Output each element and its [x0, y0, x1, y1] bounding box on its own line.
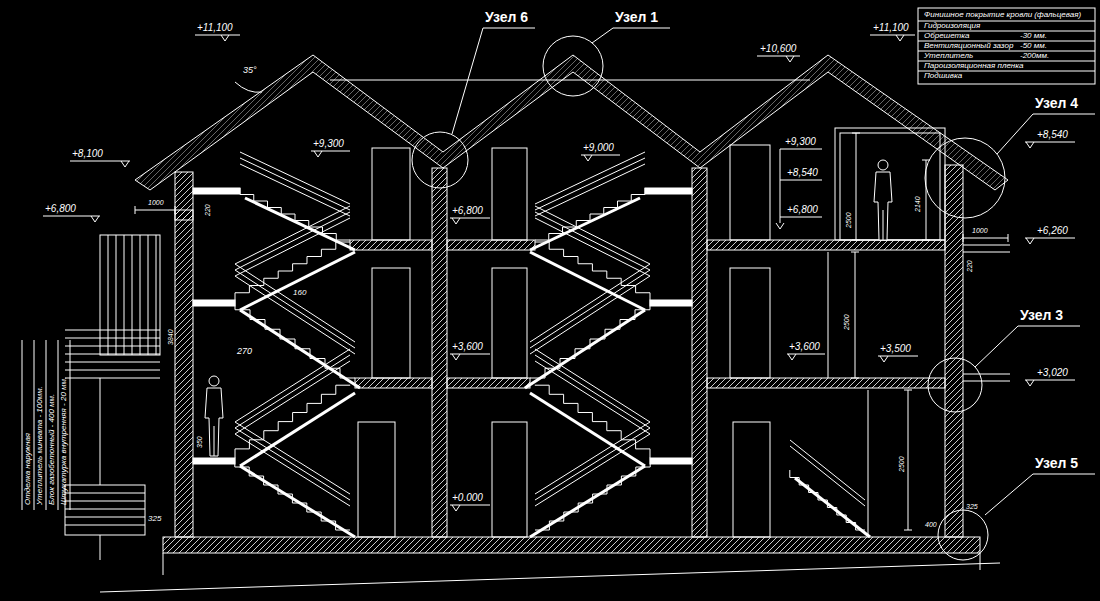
- table-cell: -200мм.: [1020, 52, 1049, 60]
- dimension: 350: [196, 436, 203, 448]
- table-cell: Вентиляционный зазор: [924, 42, 1013, 50]
- table-cell: Пароизоляционная пленка: [924, 62, 1024, 70]
- level-mark: +10,600: [760, 44, 796, 54]
- stairs: [193, 152, 870, 537]
- callout-number: Узел 6: [485, 10, 528, 24]
- level-mark: +8,540: [787, 168, 818, 178]
- callout-number: Узел 5: [1035, 456, 1078, 470]
- level-mark: +3,500: [880, 344, 911, 354]
- dimension: 160: [293, 289, 306, 297]
- level-mark: +6,800: [45, 204, 76, 214]
- table-cell: -30 мм.: [1020, 32, 1047, 40]
- detail-callouts: [412, 28, 1095, 560]
- attic-room: [835, 128, 945, 240]
- level-mark: +6,260: [1037, 226, 1068, 236]
- dimension: 400: [925, 521, 937, 528]
- dimension: 2140: [914, 196, 921, 212]
- level-mark: +3,020: [1037, 368, 1068, 378]
- dimension: 325: [148, 515, 161, 523]
- level-mark: +11,100: [873, 23, 909, 33]
- dimension: 1000: [148, 199, 164, 206]
- level-mark: +6,800: [452, 206, 483, 216]
- level-mark: +11,100: [197, 23, 233, 33]
- level-mark: +9,000: [583, 143, 614, 153]
- dimension: 270: [237, 347, 252, 356]
- level-mark: +9,300: [313, 139, 344, 149]
- dimension: 3840: [167, 329, 174, 345]
- dimension: 35°: [243, 66, 257, 75]
- wall-note: Утеплитель минвата - 100мм.: [36, 386, 44, 505]
- dimension: 2500: [898, 456, 905, 472]
- balconies: [65, 235, 1010, 560]
- table-cell: -50 мм.: [1020, 42, 1047, 50]
- wall-note: Штукатурка внутренняя - 20 мм.: [60, 377, 68, 505]
- callout-number: Узел 1: [615, 10, 658, 24]
- dimension: 2500: [845, 212, 852, 228]
- level-mark: +3,600: [452, 342, 483, 352]
- dimension: 220: [204, 204, 211, 216]
- dimension: 1000: [972, 227, 988, 234]
- level-marks: [43, 35, 1075, 511]
- level-mark: +6,800: [787, 205, 818, 215]
- table-cell: Гидроизоляция: [924, 22, 980, 30]
- callout-number: Узел 4: [1035, 96, 1078, 110]
- ground: [100, 537, 1000, 592]
- dimension-lines: [22, 133, 1008, 530]
- level-mark: +9,300: [785, 137, 816, 147]
- dimension: 2500: [843, 314, 850, 330]
- level-mark: +8,100: [72, 149, 103, 159]
- people: [205, 160, 892, 456]
- level-mark: +3,600: [789, 342, 820, 352]
- table-cell: Утеплитель: [924, 52, 973, 60]
- table-cell: Обрешетка: [924, 32, 970, 40]
- dimension: 325: [966, 503, 978, 510]
- callout-number: Узел 3: [1020, 308, 1063, 322]
- level-mark: +0.000: [452, 493, 483, 503]
- layer-table: [918, 8, 1095, 84]
- doors: [358, 145, 770, 537]
- level-mark: +8,540: [1037, 130, 1068, 140]
- wall-note: Отделка наружная: [24, 433, 32, 505]
- wall-note: Блок газобетонный - 400 мм.: [48, 394, 56, 505]
- dimension: 220: [966, 260, 973, 272]
- table-cell: Подшивка: [924, 72, 962, 80]
- table-cell: Финишное покрытие кровли (фальцевая): [924, 11, 1081, 19]
